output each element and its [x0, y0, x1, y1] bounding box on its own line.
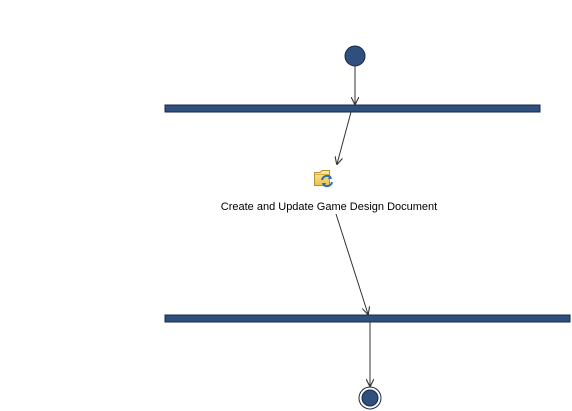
fork-bar[interactable] [164, 104, 541, 113]
folder-refresh-icon[interactable] [314, 170, 333, 188]
join-bar[interactable] [164, 314, 571, 323]
final-node[interactable] [358, 386, 382, 410]
edge-activity-to-join[interactable] [335, 213, 368, 314]
initial-node[interactable] [344, 45, 366, 67]
activity-label[interactable]: Create and Update Game Design Document [220, 201, 438, 213]
edge-fork-to-activity[interactable] [337, 111, 352, 164]
